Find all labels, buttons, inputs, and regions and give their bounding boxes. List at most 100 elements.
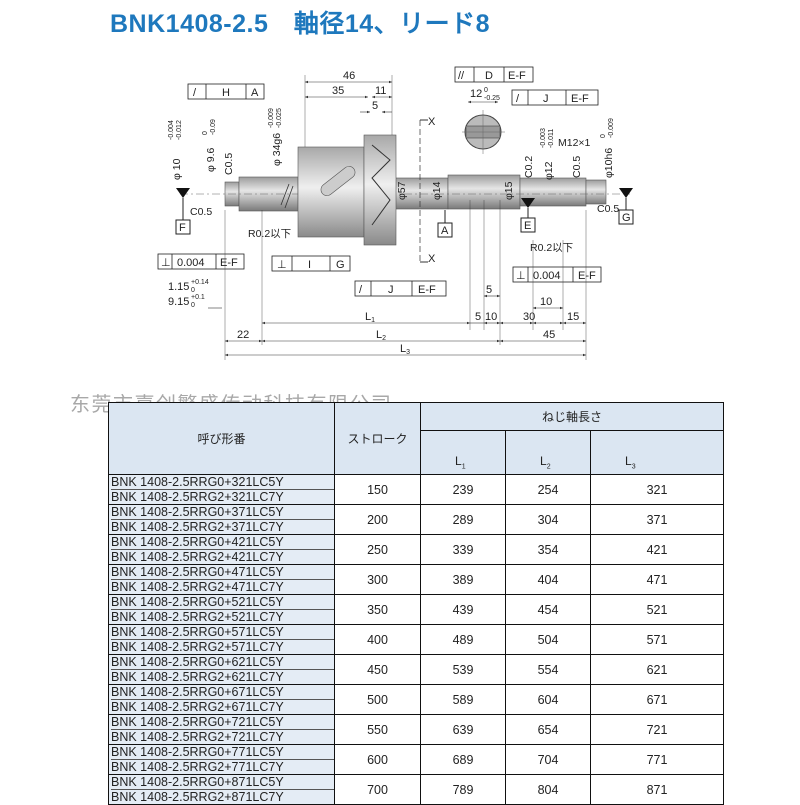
flat-width-value: 12 <box>470 88 482 100</box>
fcf-j-bottom: / J E-F <box>354 280 447 297</box>
l2-cell: 804 <box>505 774 591 805</box>
l3-cell: 321 <box>590 474 724 505</box>
stroke-cell: 250 <box>334 534 421 565</box>
l2-cell: 504 <box>505 624 591 655</box>
chamfer-c05-b: C0.5 <box>190 206 212 218</box>
l1-cell: 639 <box>420 714 506 745</box>
fillet-right-label: R0.2以下 <box>530 242 573 254</box>
l2-cell: 704 <box>505 744 591 775</box>
l1-cell: 539 <box>420 654 506 685</box>
section-label-top: X <box>428 116 436 128</box>
l2-cell: 654 <box>505 714 591 745</box>
flat-width-tol-upper: 0 <box>484 87 488 94</box>
dim-45: 45 <box>543 329 555 341</box>
l3-cell: 521 <box>590 594 724 625</box>
model-number: BNK 1408-2.5RRG2+471LC7Y <box>111 579 334 594</box>
stroke-cell: 400 <box>334 624 421 655</box>
fcf-d-datum: D <box>485 70 493 82</box>
model-number: BNK 1408-2.5RRG0+421LC5Y <box>111 535 284 549</box>
datum-e: E <box>524 220 531 232</box>
fcf-d-symbol: // <box>458 70 465 82</box>
dia-10-tol-lower: -0.012 <box>176 120 183 140</box>
stroke-cell: 300 <box>334 564 421 595</box>
dim-46: 46 <box>343 70 355 82</box>
l3-cell: 571 <box>590 624 724 655</box>
l2-cell: 554 <box>505 654 591 685</box>
dia-57-label: φ57 <box>396 181 408 200</box>
dia-10h6-tol-upper: 0 <box>600 134 607 138</box>
model-number: BNK 1408-2.5RRG2+521LC7Y <box>111 609 334 624</box>
chamfer-c05-d: C0.5 <box>597 203 619 215</box>
dim-bottom-5-upper: 5 <box>486 284 492 296</box>
model-number: BNK 1408-2.5RRG2+321LC7Y <box>111 489 334 504</box>
stroke-cell: 700 <box>334 774 421 805</box>
top-dimensions <box>304 75 393 147</box>
dia-14-label: φ14 <box>431 181 443 200</box>
dia-10-tol-upper: -0.004 <box>168 120 175 140</box>
fcf-d: // D E-F <box>454 66 534 83</box>
stroke-cell: 500 <box>334 684 421 715</box>
datum-boxes: F A E G <box>175 188 634 238</box>
dim-30: 30 <box>523 311 535 323</box>
l1-cell: 789 <box>420 774 506 805</box>
fcf-right-perp-value: 0.004 <box>533 270 561 282</box>
l2-cell: 354 <box>505 534 591 565</box>
dim-5: 5 <box>372 100 378 112</box>
dim-11: 11 <box>375 85 386 97</box>
fcf-h-symbol: / <box>193 87 197 99</box>
bottom-dimensions <box>208 200 587 360</box>
dia-12-tol-upper: -0.003 <box>540 128 547 148</box>
datum-a: A <box>441 225 449 237</box>
dia-34-label: φ 34g6 <box>271 133 283 166</box>
fcf-j-top-datum: J <box>543 93 549 105</box>
fcf-j-top: / J E-F <box>511 89 599 106</box>
dia-10-label: φ 10 <box>171 158 183 180</box>
col-header-stroke: ストローク <box>334 402 421 475</box>
l2-cell: 304 <box>505 504 591 535</box>
dim-35: 35 <box>332 85 344 97</box>
dia-12-label: φ12 <box>543 161 555 180</box>
model-number: BNK 1408-2.5RRG2+671LC7Y <box>111 699 334 714</box>
fcf-right-perp-symbol: ⊥ <box>516 270 526 282</box>
model-number: BNK 1408-2.5RRG0+571LC5Y <box>111 625 284 639</box>
l3-cell: 871 <box>590 774 724 805</box>
fcf-j-bottom-ref: E-F <box>418 284 436 296</box>
l3-cell: 771 <box>590 744 724 775</box>
model-number: BNK 1408-2.5RRG2+621LC7Y <box>111 669 334 684</box>
fcf-right-perp: ⊥ 0.004 E-F <box>512 266 602 283</box>
dim-bottom-10: 10 <box>485 311 497 323</box>
fcf-d-ref: E-F <box>508 70 526 82</box>
model-number: BNK 1408-2.5RRG2+871LC7Y <box>111 789 334 804</box>
fcf-h-ref: A <box>251 87 259 99</box>
model-number: BNK 1408-2.5RRG2+771LC7Y <box>111 759 334 774</box>
dim-l3: L3 <box>400 343 410 356</box>
model-number: BNK 1408-2.5RRG2+371LC7Y <box>111 519 334 534</box>
chamfer-c05-c: C0.5 <box>571 156 583 178</box>
stroke-cell: 600 <box>334 744 421 775</box>
datum-f: F <box>179 222 186 234</box>
dim-1-15-tol-upper: +0.14 <box>191 279 209 286</box>
model-number: BNK 1408-2.5RRG2+721LC7Y <box>111 729 334 744</box>
ball-nut <box>280 134 397 246</box>
model-number: BNK 1408-2.5RRG0+671LC5Y <box>111 685 284 699</box>
l1-cell: 689 <box>420 744 506 775</box>
dia-96-label: φ 9.6 <box>205 148 217 172</box>
dim-bottom-10-upper: 10 <box>540 296 552 308</box>
l2-cell: 604 <box>505 684 591 715</box>
model-number: BNK 1408-2.5RRG0+771LC5Y <box>111 745 284 759</box>
model-number: BNK 1408-2.5RRG0+871LC5Y <box>111 775 284 789</box>
dia-12-tol-lower: -0.011 <box>548 129 555 148</box>
l2-cell: 404 <box>505 564 591 595</box>
dim-1-15: 1.15 <box>168 281 189 293</box>
